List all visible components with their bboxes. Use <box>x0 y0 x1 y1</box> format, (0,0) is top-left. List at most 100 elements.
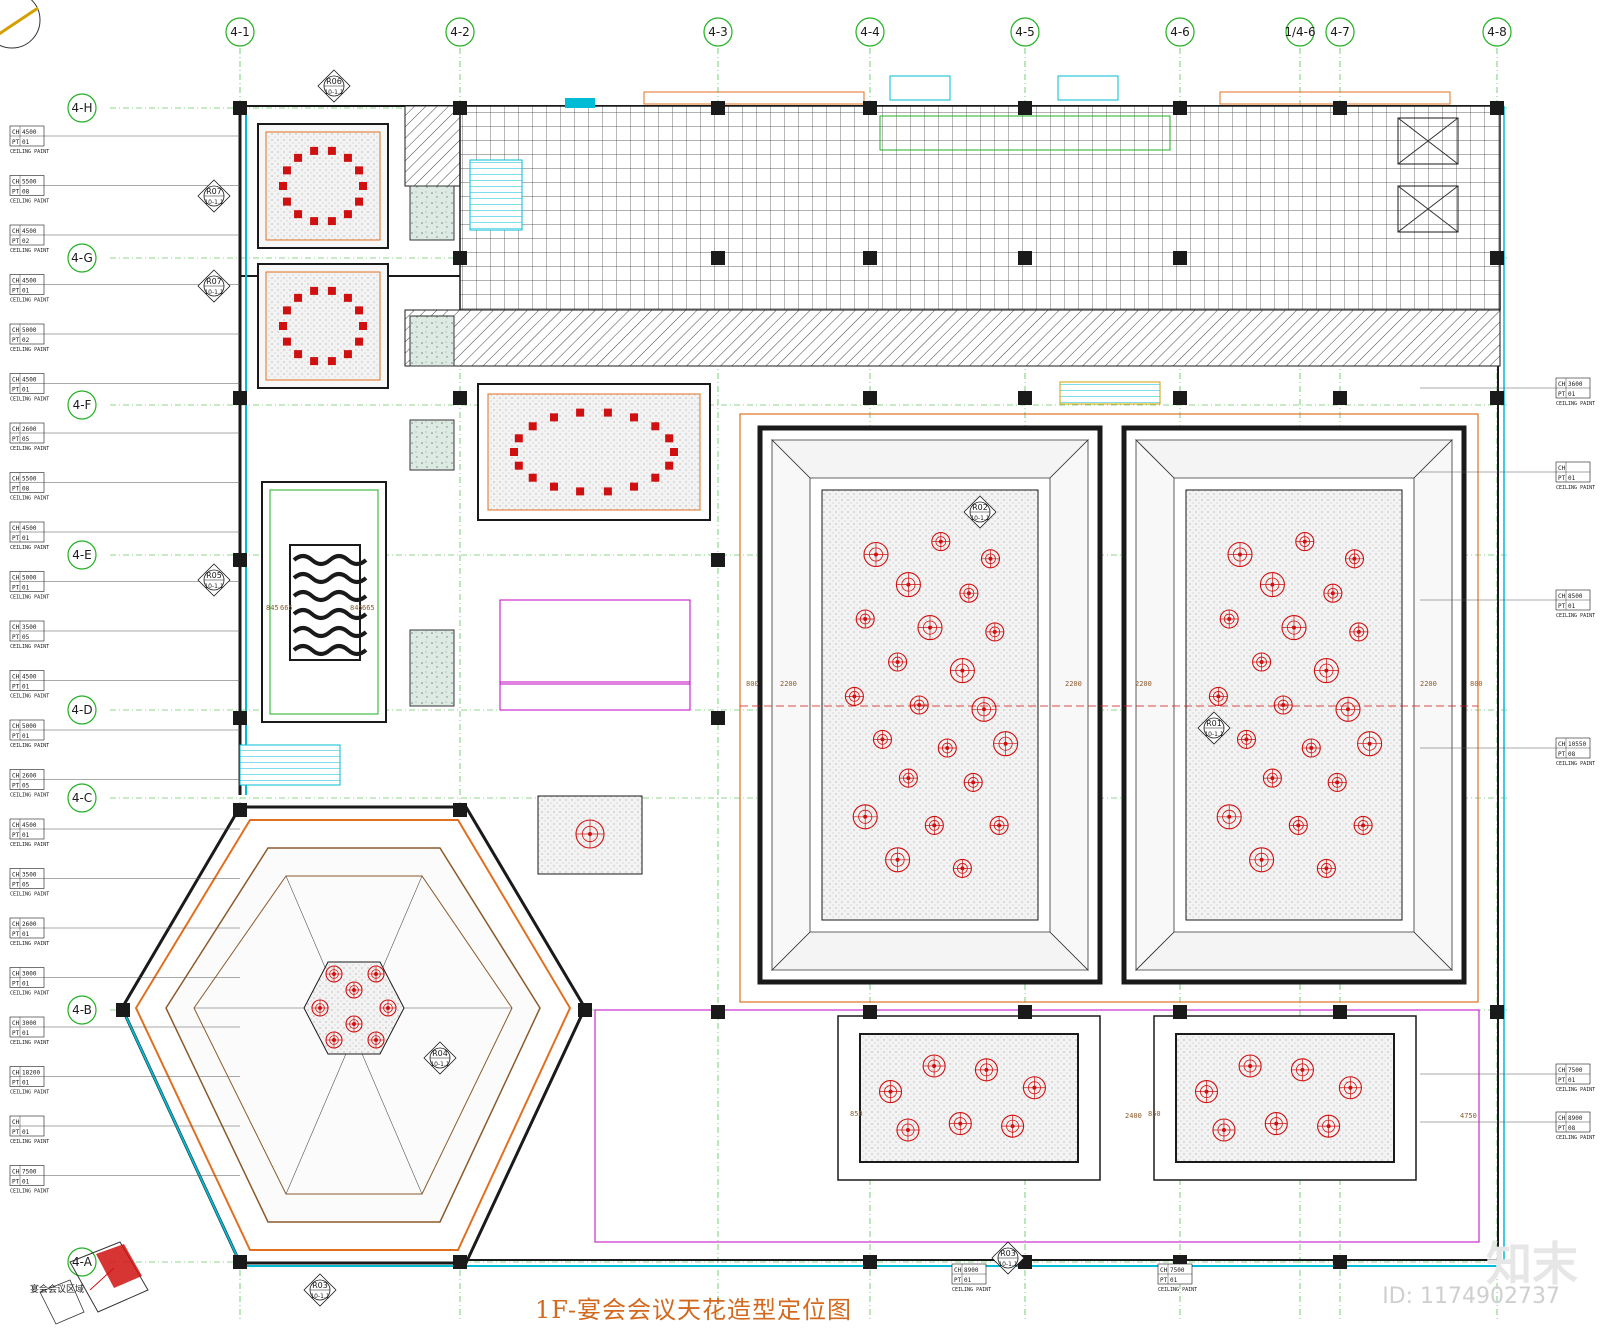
tag-ch-value: 7500 <box>1568 1067 1583 1074</box>
column <box>711 711 725 725</box>
tag-pt-value: 01 <box>22 832 30 839</box>
light-fixture-icon <box>974 1058 998 1082</box>
table-chair <box>550 482 558 491</box>
tag-footer: CEILING PAINT <box>10 149 49 155</box>
tag-ch-label: CH <box>1558 741 1566 748</box>
tag-pt-value: 08 <box>1568 1125 1576 1132</box>
dimension-text: 2200 <box>780 680 797 688</box>
section-callouts: R0610-1.1R0710-1.1R0710-1.1R0510-1.1R021… <box>197 69 1231 1307</box>
table-chair <box>651 473 660 482</box>
column <box>1333 101 1347 115</box>
light-fixture-icon <box>863 541 889 568</box>
table-chair <box>327 286 336 295</box>
column <box>233 1255 247 1269</box>
tag-pt-label: PT <box>12 634 20 641</box>
light-fixture-icon <box>872 729 893 749</box>
table-chair <box>343 350 352 359</box>
grid-bubble-4-B <box>67 995 97 1025</box>
tag-ch-value: 5500 <box>22 179 37 186</box>
column <box>233 391 247 405</box>
table-chair <box>294 350 303 359</box>
tag-pt-label: PT <box>12 733 20 740</box>
tag-footer: CEILING PAINT <box>1556 485 1595 491</box>
light-fixture-icon <box>1264 1112 1288 1136</box>
table-chair <box>310 286 319 295</box>
grid-label-4-2: 4-2 <box>450 25 470 39</box>
tag-pt-value: 08 <box>22 486 30 493</box>
light-fixture-icon <box>575 819 605 849</box>
light-fixture-icon <box>896 1118 920 1142</box>
section-sheet: 10-1.1 <box>204 199 224 206</box>
tag-ch-value: 2600 <box>22 921 37 928</box>
tag-footer: CEILING PAINT <box>1158 1287 1197 1293</box>
tag-ch-label: CH <box>12 476 20 483</box>
tag-ch-label: CH <box>12 278 20 285</box>
tag-ch-value: 3500 <box>22 872 37 879</box>
tag-footer: CEILING PAINT <box>10 892 49 898</box>
key-plan-label: 宴会会议区域 <box>30 1285 85 1295</box>
tag-ch-label: CH <box>12 1119 20 1126</box>
tag-footer: CEILING PAINT <box>10 545 49 551</box>
tag-pt-label: PT <box>12 189 20 196</box>
grid-bubble-4-D <box>67 695 97 725</box>
section-sheet: 10-1.1 <box>430 1061 450 1068</box>
tag-ch-label: CH <box>12 872 20 879</box>
tag-ch-value: 2600 <box>22 426 37 433</box>
tag-pt-label: PT <box>12 832 20 839</box>
tag-ch-value: 3000 <box>22 1020 37 1027</box>
tag-pt-value: 01 <box>22 1080 30 1087</box>
dimension-text: 2200 <box>1135 680 1152 688</box>
column <box>453 803 467 817</box>
tag-pt-label: PT <box>12 238 20 245</box>
light-fixture-icon <box>952 858 972 878</box>
tag-ch-label: CH <box>12 575 20 582</box>
light-fixture-icon <box>367 965 385 983</box>
column <box>1173 101 1187 115</box>
structural-columns <box>116 101 1504 1269</box>
grid-bubbles-left: 4-H4-G4-F4-E4-D4-C4-B4-A <box>67 93 97 1277</box>
light-fixture-icon <box>1357 731 1383 757</box>
tag-pt-label: PT <box>12 1080 20 1087</box>
section-id: R03 <box>312 1281 328 1290</box>
tag-footer: CEILING PAINT <box>10 644 49 650</box>
column <box>711 1005 725 1019</box>
tag-ch-value: 5500 <box>22 476 37 483</box>
tag-pt-label: PT <box>12 1129 20 1136</box>
tag-ch-value: 8900 <box>964 1267 979 1274</box>
tag-footer: CEILING PAINT <box>10 941 49 947</box>
light-fixture-icon <box>963 772 983 792</box>
light-fixture-icon <box>1290 1058 1314 1082</box>
light-fixture-icon <box>1288 815 1308 835</box>
tag-ch-value: 4500 <box>22 822 37 829</box>
grid-bubble-4-3 <box>703 17 733 47</box>
table-chair <box>603 408 612 417</box>
tag-footer: CEILING PAINT <box>10 991 49 997</box>
grid-bubble-4-8 <box>1482 17 1512 47</box>
tag-pt-value: 05 <box>22 436 30 443</box>
table-chair <box>294 293 303 302</box>
tag-ch-label: CH <box>1558 465 1566 472</box>
column <box>1173 251 1187 265</box>
light-fixture-icon <box>1001 1114 1025 1138</box>
light-fixture-icon <box>959 583 979 603</box>
light-fixture-icon <box>895 572 921 598</box>
section-sheet: 10-1.1 <box>1204 731 1224 738</box>
light-fixture-icon <box>311 999 329 1017</box>
light-fixture-icon <box>1227 541 1253 568</box>
table-chair <box>576 487 585 496</box>
column <box>1333 1005 1347 1019</box>
tag-ch-label: CH <box>12 921 20 928</box>
grid-label-4-G: 4-G <box>71 251 93 265</box>
tag-pt-label: PT <box>1558 1077 1566 1084</box>
light-fixture-icon <box>844 686 864 706</box>
